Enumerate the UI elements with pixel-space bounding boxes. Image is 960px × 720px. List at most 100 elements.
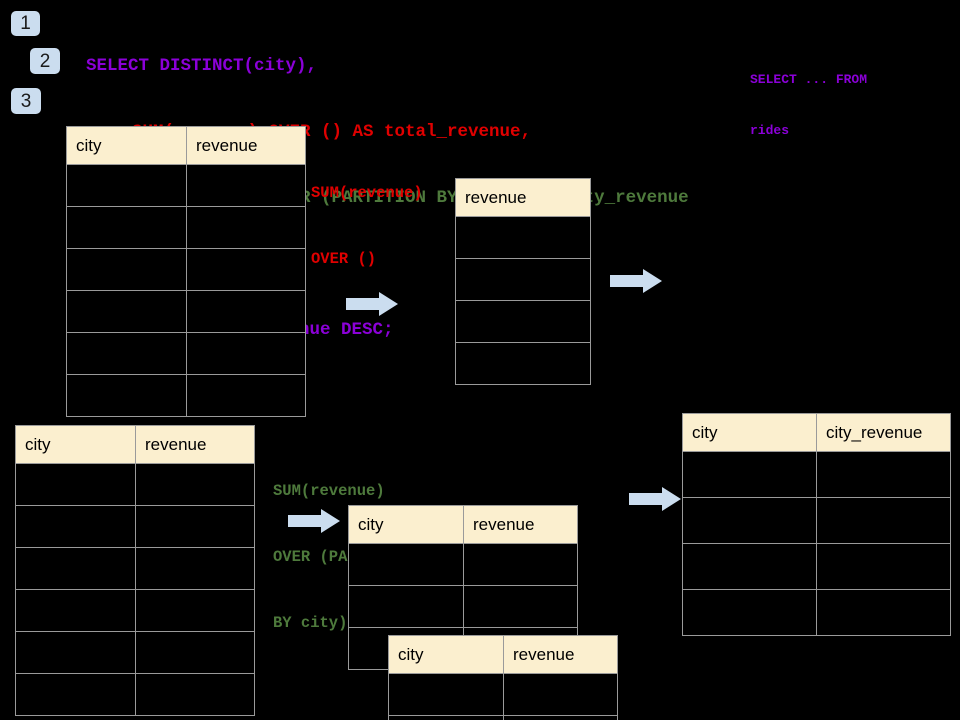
arrow-source-to-total-icon bbox=[346, 292, 398, 316]
step-badge-3-label: 3 bbox=[20, 90, 32, 112]
cell-revenue bbox=[186, 374, 306, 417]
annotation-total-revenue-line-2: OVER () bbox=[311, 250, 377, 268]
arrow-total-to-result-icon bbox=[610, 269, 662, 293]
cell-revenue bbox=[463, 585, 578, 628]
arrow-source-to-partition-icon bbox=[288, 509, 340, 533]
column-header-revenue: revenue bbox=[503, 635, 618, 674]
table-row bbox=[15, 463, 255, 506]
table-rides-source-top: city revenue bbox=[66, 126, 306, 417]
cell-revenue bbox=[186, 164, 306, 207]
table-row bbox=[15, 547, 255, 590]
column-header-city: city bbox=[682, 413, 817, 452]
column-header-city: city bbox=[15, 425, 136, 464]
table-row bbox=[66, 374, 306, 417]
column-header-city: city bbox=[388, 635, 504, 674]
table-header-row: revenue bbox=[455, 178, 591, 217]
column-header-revenue: revenue bbox=[455, 178, 591, 217]
arrow-partition-to-result-icon bbox=[629, 487, 681, 511]
column-header-revenue: revenue bbox=[186, 126, 306, 165]
step-badge-3[interactable]: 3 bbox=[11, 88, 41, 114]
cell-revenue bbox=[135, 673, 255, 716]
cell-revenue bbox=[135, 547, 255, 590]
sql-line-select: SELECT DISTINCT(city), bbox=[86, 56, 318, 76]
cell-revenue bbox=[186, 290, 306, 333]
cell-city bbox=[682, 497, 817, 544]
cell-revenue bbox=[135, 463, 255, 506]
table-header-row: city revenue bbox=[388, 635, 618, 674]
table-row bbox=[15, 505, 255, 548]
cell-city bbox=[348, 543, 464, 586]
table-row bbox=[66, 164, 306, 207]
cell-revenue bbox=[135, 505, 255, 548]
column-header-city: city bbox=[348, 505, 464, 544]
table-rides-source-bottom: city revenue bbox=[15, 425, 255, 716]
table-row bbox=[455, 258, 591, 301]
table-total-revenue: revenue bbox=[455, 178, 591, 385]
annotation-total-revenue-line-1: SUM(revenue) bbox=[311, 184, 423, 202]
table-row bbox=[66, 332, 306, 375]
step-badge-2[interactable]: 2 bbox=[30, 48, 60, 74]
table-row bbox=[682, 589, 951, 636]
table-row bbox=[348, 585, 578, 628]
cell-city bbox=[15, 631, 136, 674]
cell-city bbox=[682, 589, 817, 636]
column-header-city: city bbox=[66, 126, 187, 165]
cell-city-revenue bbox=[816, 589, 951, 636]
annotation-total-revenue: SUM(revenue) OVER () bbox=[311, 138, 423, 314]
table-row bbox=[682, 497, 951, 544]
cell-revenue bbox=[186, 206, 306, 249]
table-partition-front: city revenue bbox=[388, 635, 618, 720]
cell-city bbox=[66, 248, 187, 291]
table-row bbox=[66, 206, 306, 249]
column-header-city-revenue: city_revenue bbox=[816, 413, 951, 452]
table-row bbox=[455, 216, 591, 259]
cell-revenue bbox=[455, 216, 591, 259]
step-badge-1-label: 1 bbox=[20, 13, 31, 34]
annotation-city-revenue-line-1: SUM(revenue) bbox=[273, 482, 385, 500]
cell-city bbox=[15, 505, 136, 548]
table-row bbox=[682, 543, 951, 590]
table-row bbox=[455, 300, 591, 343]
cell-revenue bbox=[455, 258, 591, 301]
cell-revenue bbox=[135, 589, 255, 632]
table-header-row: city revenue bbox=[66, 126, 306, 165]
table-row bbox=[388, 715, 618, 720]
cell-city-revenue bbox=[816, 451, 951, 498]
cell-city bbox=[66, 332, 187, 375]
cell-city bbox=[388, 673, 504, 716]
column-header-revenue: revenue bbox=[463, 505, 578, 544]
table-row bbox=[66, 290, 306, 333]
table-row bbox=[682, 451, 951, 498]
cell-city bbox=[66, 164, 187, 207]
cell-revenue bbox=[503, 715, 618, 720]
side-note-select-from: SELECT ... FROM rides bbox=[750, 37, 867, 173]
step-badge-2-label: 2 bbox=[39, 50, 51, 72]
table-row bbox=[66, 248, 306, 291]
table-header-row: city revenue bbox=[348, 505, 578, 544]
side-note-line-1: SELECT ... FROM bbox=[750, 72, 868, 87]
cell-revenue bbox=[463, 543, 578, 586]
cell-city bbox=[388, 715, 504, 720]
cell-city bbox=[348, 585, 464, 628]
cell-city bbox=[682, 451, 817, 498]
cell-revenue bbox=[186, 332, 306, 375]
cell-city bbox=[66, 206, 187, 249]
cell-city bbox=[15, 463, 136, 506]
table-row bbox=[15, 589, 255, 632]
cell-revenue bbox=[186, 248, 306, 291]
cell-city-revenue bbox=[816, 543, 951, 590]
cell-revenue bbox=[455, 300, 591, 343]
cell-revenue bbox=[503, 673, 618, 716]
cell-city bbox=[66, 374, 187, 417]
cell-city bbox=[682, 543, 817, 590]
cell-city-revenue bbox=[816, 497, 951, 544]
table-header-row: city city_revenue bbox=[682, 413, 951, 452]
cell-city bbox=[15, 547, 136, 590]
cell-revenue bbox=[455, 342, 591, 385]
cell-city bbox=[66, 290, 187, 333]
table-row bbox=[15, 631, 255, 674]
table-result: city city_revenue bbox=[682, 413, 951, 636]
table-header-row: city revenue bbox=[15, 425, 255, 464]
table-row bbox=[388, 673, 618, 716]
step-badge-1[interactable]: 1 bbox=[11, 11, 40, 36]
